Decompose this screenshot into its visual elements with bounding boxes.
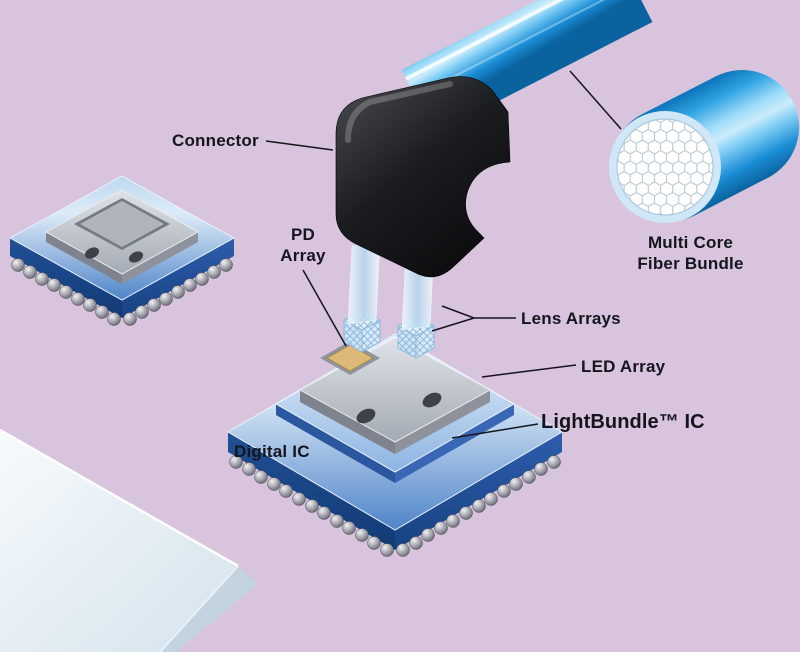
pd-array-label-line1: PD (290, 225, 316, 244)
digital-ic-label: Digital IC (234, 442, 310, 461)
left-chip (8, 175, 236, 326)
pd-array-leader-line (302, 269, 347, 347)
fiber-bundle-label: Multi Core Fiber Bundle (618, 232, 763, 275)
fiber-bundle-cross-section (609, 70, 799, 223)
pd-array-label: PD Array (270, 224, 336, 267)
connector-leader-line (265, 140, 334, 151)
lightbundle-ic-label: LightBundle™ IC (541, 411, 705, 433)
lens-arrays-leader-line (431, 305, 516, 332)
fiber-bundle-label-line1: Multi Core (647, 233, 734, 252)
connector-label: Connector (172, 131, 259, 150)
lens-arrays-label: Lens Arrays (521, 309, 621, 328)
fiber-bundle-label-line2: Fiber Bundle (637, 254, 744, 274)
pd-array-label-line2: Array (280, 246, 326, 266)
leader-lines (265, 70, 622, 439)
led-array-label: LED Array (581, 357, 666, 376)
lightbundle-ic-leader-line (451, 423, 539, 439)
led-array-leader-line (481, 364, 577, 378)
platform-surface (0, 428, 258, 652)
connector-body (335, 76, 511, 278)
fiber-honeycomb (616, 118, 714, 216)
fiber-bundle-leader-line (569, 70, 622, 130)
main-chip (227, 333, 563, 557)
